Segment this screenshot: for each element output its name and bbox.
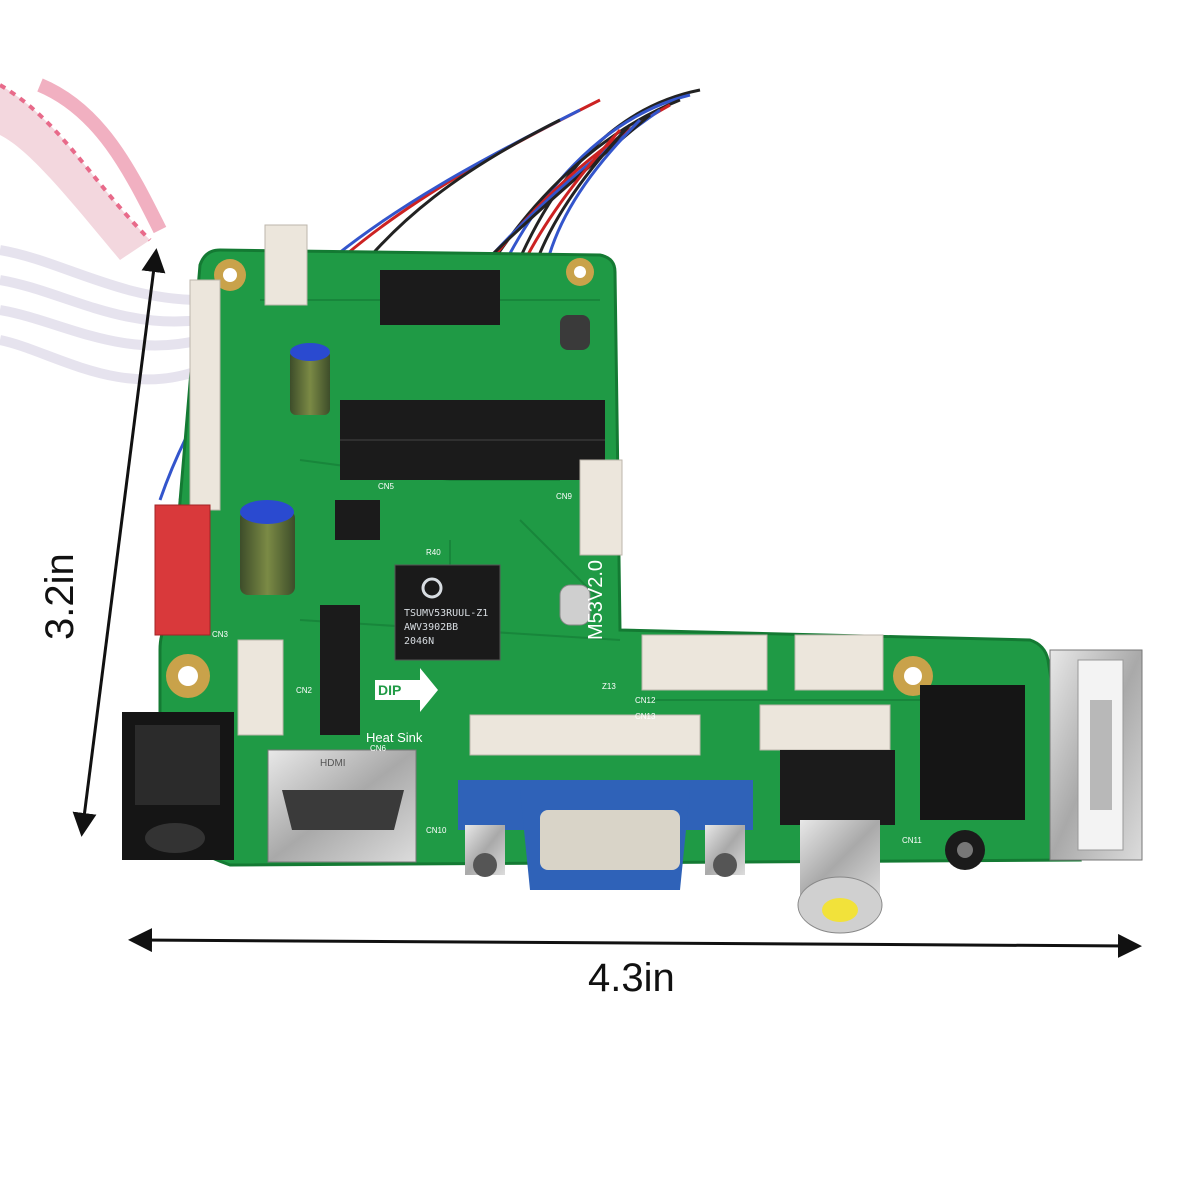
- width-dimension-arrow: [128, 928, 1142, 958]
- inductor: [560, 315, 590, 350]
- cn3-label: CN3: [212, 630, 229, 639]
- dc-power-jack: [122, 712, 234, 860]
- ribbon-cable-pink: [0, 78, 167, 260]
- cn-mid-connector: [794, 634, 884, 691]
- top-small-connector: [264, 224, 308, 306]
- ribbon-cable-white: [0, 245, 202, 385]
- cn-right-connector: [759, 704, 891, 751]
- cn6-label: CN6: [370, 744, 387, 753]
- chip-marking-line3: 2046N: [404, 636, 435, 647]
- rca-av-jack: [780, 750, 895, 934]
- cn9-connector: [579, 459, 623, 556]
- cn11-label: CN11: [902, 836, 922, 845]
- crystal-oscillator: [559, 584, 591, 626]
- eeprom-chip: [335, 500, 380, 540]
- z13-label: Z13: [602, 682, 616, 691]
- cn9-label: CN9: [556, 492, 573, 501]
- cn13-connector: [469, 714, 701, 756]
- usb-port: [1049, 649, 1143, 861]
- chip-marking-line1: TSUMV53RUUL-Z1: [404, 608, 489, 619]
- height-dimension-arrow: [72, 248, 166, 837]
- dip-label: DIP: [378, 682, 402, 698]
- cn2-label: CN2: [296, 686, 313, 695]
- cn12-connector: [641, 634, 768, 691]
- gpio-pin-header: [320, 605, 360, 735]
- left-vertical-connector: [189, 279, 221, 511]
- cn10-label: CN10: [426, 826, 447, 835]
- chip-marking-line2: AWV3902BB: [404, 622, 459, 633]
- cn2-connector: [237, 639, 284, 736]
- height-dimension-label: 3.2in: [38, 553, 82, 640]
- red-connector: [154, 504, 211, 636]
- vga-port: [458, 780, 753, 890]
- width-dimension-label: 4.3in: [588, 956, 675, 1000]
- hdmi-label: HDMI: [320, 758, 346, 769]
- capacitor-large: [240, 500, 295, 595]
- audio-jack: [920, 685, 1025, 870]
- heat-sink-label: Heat Sink: [366, 730, 423, 745]
- main-processor-chip: [394, 564, 501, 661]
- hdmi-port: [267, 749, 417, 863]
- top-chip: [380, 270, 500, 325]
- capacitor-small: [290, 343, 330, 415]
- dip-arrow: [375, 668, 438, 712]
- cn12-label: CN12: [635, 696, 656, 705]
- board-revision-label: M53V2.0: [585, 559, 607, 640]
- cn5-label: CN5: [378, 482, 395, 491]
- r40-label: R40: [426, 548, 441, 557]
- cn13-label: CN13: [635, 712, 656, 721]
